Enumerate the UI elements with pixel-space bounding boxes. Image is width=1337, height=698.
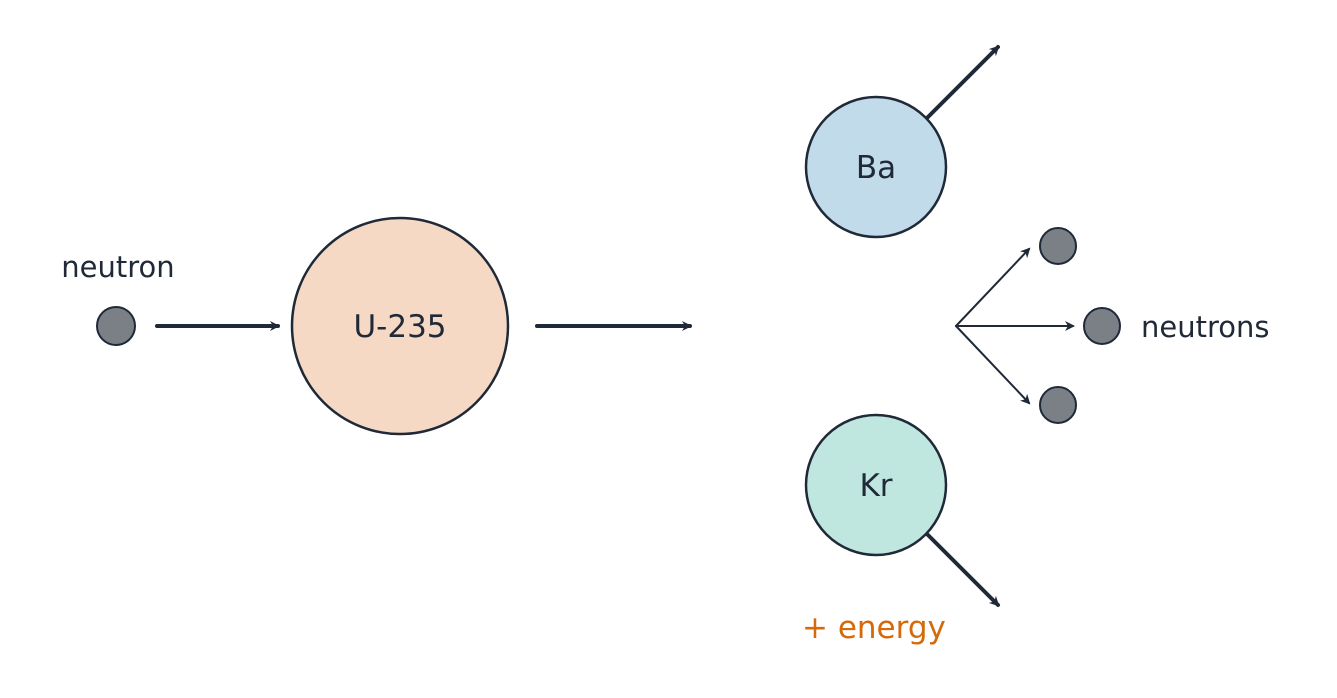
- uranium-nucleus: [290, 216, 510, 436]
- krypton-nucleus: [804, 413, 948, 557]
- released-neutron-middle: [1083, 307, 1121, 345]
- neutron-arrow-up: [955, 247, 1031, 327]
- krypton-label: Kr: [859, 468, 892, 504]
- krypton-motion-arrow: [925, 532, 1000, 607]
- released-neutron-top: [1039, 227, 1077, 265]
- barium-nucleus: [804, 95, 948, 239]
- barium-motion-arrow: [925, 45, 1000, 120]
- incoming-neutron-label: neutron: [61, 250, 174, 284]
- barium-label: Ba: [856, 150, 896, 186]
- released-neutron-bottom: [1039, 386, 1077, 424]
- neutron-arrow-down: [955, 325, 1031, 405]
- incoming-neutron: [96, 306, 136, 346]
- released-neutrons-label: neutrons: [1141, 310, 1270, 344]
- energy-label: + energy: [802, 610, 946, 646]
- uranium-label: U-235: [353, 309, 446, 345]
